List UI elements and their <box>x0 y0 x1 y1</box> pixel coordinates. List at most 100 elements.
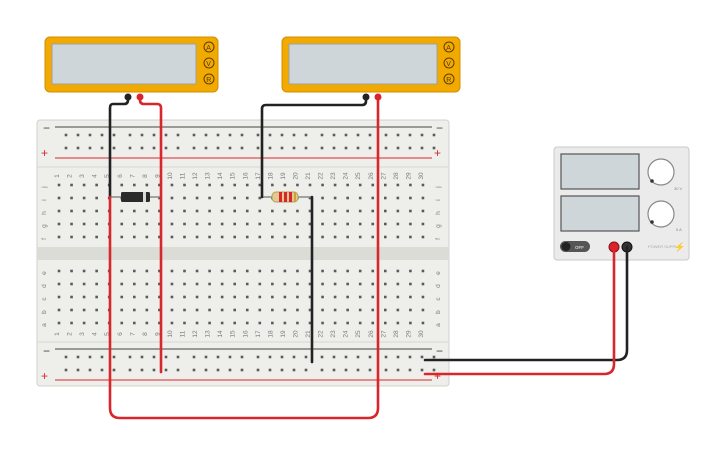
breadboard-hole[interactable] <box>292 133 296 137</box>
breadboard-hole[interactable] <box>283 222 287 226</box>
breadboard-hole[interactable] <box>280 133 284 137</box>
breadboard-hole[interactable] <box>346 269 349 273</box>
breadboard-hole[interactable] <box>358 295 362 299</box>
breadboard-hole[interactable] <box>421 209 425 213</box>
breadboard-hole[interactable] <box>368 133 372 137</box>
wire-red-left-meter-to-bottom-rail[interactable] <box>138 95 163 374</box>
breadboard-hole[interactable] <box>220 235 224 239</box>
breadboard-hole[interactable] <box>70 321 73 325</box>
power-supply[interactable]: 30 V 5 A OFF POWER SUPPLY ⚡ <box>553 146 690 261</box>
breadboard-hole[interactable] <box>82 183 86 187</box>
wire-red-rail-to-supply-positive[interactable] <box>423 245 616 376</box>
breadboard-hole[interactable] <box>421 235 425 239</box>
breadboard-hole[interactable] <box>57 321 61 325</box>
breadboard-hole[interactable] <box>268 368 272 372</box>
breadboard-hole[interactable] <box>176 368 180 372</box>
breadboard-hole[interactable] <box>170 282 174 286</box>
breadboard-hole[interactable] <box>346 235 349 239</box>
breadboard-hole[interactable] <box>432 146 436 150</box>
breadboard-hole[interactable] <box>384 295 387 299</box>
breadboard-hole[interactable] <box>88 368 92 372</box>
breadboard-hole[interactable] <box>195 321 199 325</box>
breadboard-hole[interactable] <box>292 146 296 150</box>
breadboard-hole[interactable] <box>256 355 260 359</box>
breadboard-hole[interactable] <box>396 222 400 226</box>
breadboard-hole[interactable] <box>308 235 312 239</box>
breadboard-hole[interactable] <box>208 183 211 187</box>
breadboard-hole[interactable] <box>120 222 124 226</box>
multimeter-right[interactable]: A V R <box>281 36 461 101</box>
power-supply-current-knob[interactable] <box>647 200 675 228</box>
wire-black-left-meter-to-diode[interactable] <box>108 95 130 199</box>
breadboard-hole[interactable] <box>371 308 375 312</box>
breadboard-hole[interactable] <box>332 368 336 372</box>
breadboard-hole[interactable] <box>408 133 412 137</box>
breadboard-hole[interactable] <box>220 222 224 226</box>
breadboard-hole[interactable] <box>145 295 149 299</box>
breadboard-hole[interactable] <box>409 282 412 286</box>
breadboard-hole[interactable] <box>409 209 412 213</box>
breadboard-hole[interactable] <box>112 368 116 372</box>
breadboard-hole[interactable] <box>220 282 224 286</box>
breadboard-hole[interactable] <box>70 196 73 200</box>
breadboard-hole[interactable] <box>420 355 424 359</box>
breadboard-hole[interactable] <box>371 222 375 226</box>
breadboard-hole[interactable] <box>82 295 86 299</box>
breadboard-hole[interactable] <box>333 209 337 213</box>
diode[interactable] <box>110 192 161 202</box>
breadboard-hole[interactable] <box>432 133 436 137</box>
breadboard-hole[interactable] <box>233 183 236 187</box>
breadboard-hole[interactable] <box>170 295 174 299</box>
breadboard-hole[interactable] <box>95 321 98 325</box>
breadboard-hole[interactable] <box>120 209 124 213</box>
breadboard-hole[interactable] <box>95 308 98 312</box>
breadboard-hole[interactable] <box>228 133 232 137</box>
breadboard-hole[interactable] <box>204 355 208 359</box>
breadboard-hole[interactable] <box>88 146 92 150</box>
breadboard-hole[interactable] <box>371 295 375 299</box>
breadboard-hole[interactable] <box>271 235 274 239</box>
breadboard-hole[interactable] <box>304 368 308 372</box>
breadboard-hole[interactable] <box>308 183 312 187</box>
breadboard-hole[interactable] <box>321 196 324 200</box>
breadboard-hole[interactable] <box>208 222 211 226</box>
breadboard-hole[interactable] <box>283 295 287 299</box>
breadboard-hole[interactable] <box>420 146 424 150</box>
breadboard-hole[interactable] <box>283 321 287 325</box>
breadboard-hole[interactable] <box>384 355 388 359</box>
breadboard-hole[interactable] <box>220 269 224 273</box>
breadboard-hole[interactable] <box>371 269 375 273</box>
breadboard-hole[interactable] <box>70 295 73 299</box>
breadboard-hole[interactable] <box>396 183 400 187</box>
breadboard-hole[interactable] <box>283 235 287 239</box>
breadboard-hole[interactable] <box>384 269 387 273</box>
breadboard-hole[interactable] <box>396 133 400 137</box>
breadboard-hole[interactable] <box>384 308 387 312</box>
wire-black-rail-to-supply-negative[interactable] <box>423 245 629 362</box>
breadboard-hole[interactable] <box>133 235 136 239</box>
breadboard-hole[interactable] <box>57 222 61 226</box>
breadboard-hole[interactable] <box>344 355 348 359</box>
breadboard-hole[interactable] <box>396 355 400 359</box>
multimeter-left-mode-v-button[interactable] <box>203 57 215 69</box>
breadboard-hole[interactable] <box>368 355 372 359</box>
breadboard-hole[interactable] <box>192 133 196 137</box>
breadboard-hole[interactable] <box>384 209 387 213</box>
breadboard-hole[interactable] <box>344 133 348 137</box>
breadboard-hole[interactable] <box>371 321 375 325</box>
breadboard-hole[interactable] <box>268 355 272 359</box>
breadboard-hole[interactable] <box>95 269 98 273</box>
breadboard-hole[interactable] <box>384 133 388 137</box>
breadboard-hole[interactable] <box>308 308 312 312</box>
breadboard-hole[interactable] <box>82 282 86 286</box>
breadboard-hole[interactable] <box>240 133 244 137</box>
breadboard-hole[interactable] <box>88 355 92 359</box>
breadboard-hole[interactable] <box>145 282 149 286</box>
breadboard-hole[interactable] <box>409 295 412 299</box>
breadboard-hole[interactable] <box>208 235 211 239</box>
breadboard-hole[interactable] <box>145 308 149 312</box>
breadboard-hole[interactable] <box>183 282 186 286</box>
breadboard-hole[interactable] <box>258 321 262 325</box>
breadboard-hole[interactable] <box>292 368 296 372</box>
breadboard-hole[interactable] <box>283 183 287 187</box>
